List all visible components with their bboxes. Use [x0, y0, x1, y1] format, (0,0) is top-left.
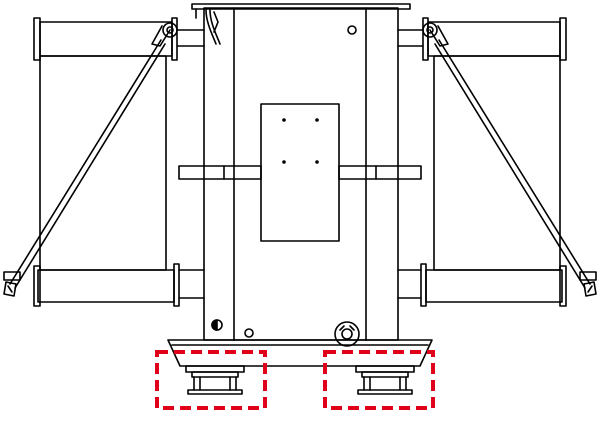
- base-wedge: [167, 319, 433, 367]
- center-plate: [260, 103, 340, 242]
- left-support-foot: [185, 365, 245, 395]
- left-brace-bracket: [3, 271, 21, 281]
- mounting-hole: [347, 25, 357, 35]
- right-brace-bracket: [579, 271, 597, 281]
- right-wing: [397, 17, 597, 307]
- left-wing: [3, 17, 205, 307]
- left-wing-pivot: [162, 22, 178, 38]
- right-support-foot-highlight: [323, 350, 435, 410]
- right-support-foot: [355, 365, 415, 395]
- left-brace: [9, 39, 162, 285]
- base-hole: [244, 328, 254, 338]
- cross-bar: [178, 165, 422, 180]
- right-brace: [438, 39, 591, 285]
- left-support-foot-highlight: [155, 350, 267, 410]
- right-wing-pivot: [422, 22, 438, 38]
- lifting-eye: [334, 321, 360, 347]
